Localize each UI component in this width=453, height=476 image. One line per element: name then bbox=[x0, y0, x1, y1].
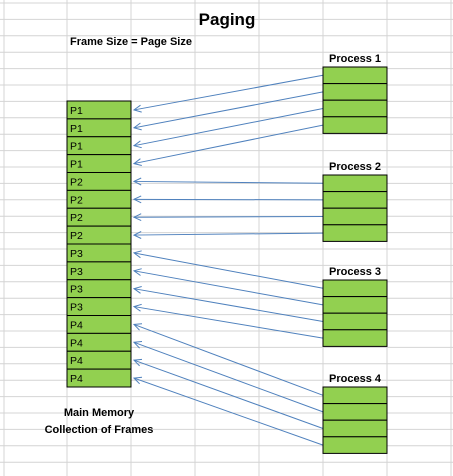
memory-frame-label: P3 bbox=[70, 284, 83, 296]
memory-frame-label: P4 bbox=[70, 319, 83, 331]
arrowhead-icon bbox=[132, 286, 142, 294]
mapping-arrow bbox=[133, 270, 324, 306]
arrowhead-icon bbox=[132, 358, 143, 367]
mapping-arrow bbox=[133, 288, 324, 322]
mapping-arrow bbox=[133, 74, 324, 111]
process-page bbox=[322, 99, 388, 118]
mapping-arrow bbox=[133, 252, 324, 289]
subtitle: Frame Size = Page Size bbox=[70, 36, 192, 48]
process-page bbox=[322, 191, 388, 209]
arrowhead-icon bbox=[132, 268, 142, 276]
arrowhead-icon bbox=[132, 323, 143, 331]
arrowhead-icon bbox=[132, 231, 142, 239]
memory-frame-label: P4 bbox=[70, 373, 83, 385]
page-title: Paging bbox=[199, 10, 256, 29]
mapping-arrow bbox=[133, 108, 324, 147]
mapping-arrow bbox=[133, 377, 324, 446]
page-frame-mappings bbox=[132, 74, 324, 446]
process-page bbox=[322, 312, 388, 331]
process-page bbox=[322, 116, 388, 134]
process-page bbox=[322, 207, 388, 226]
mapping-arrow bbox=[133, 323, 324, 396]
memory-frame-label: P3 bbox=[70, 248, 83, 260]
process-page bbox=[322, 419, 388, 438]
process-label: Process 2 bbox=[329, 161, 381, 173]
memory-frame-label: P3 bbox=[70, 302, 83, 314]
arrowhead-icon bbox=[132, 250, 142, 259]
memory-frame-label: P1 bbox=[70, 105, 83, 117]
mapping-arrow bbox=[133, 91, 324, 129]
mapping-arrow bbox=[133, 232, 324, 236]
arrowhead-icon bbox=[132, 104, 142, 113]
process-page bbox=[322, 174, 388, 193]
mapping-arrow bbox=[133, 341, 324, 413]
memory-frame-label: P1 bbox=[70, 159, 83, 171]
memory-frame-label: P3 bbox=[70, 266, 83, 278]
memory-frame bbox=[66, 368, 132, 388]
process-page bbox=[322, 83, 388, 101]
mapping-arrow bbox=[133, 124, 324, 165]
memory-frame-label: P2 bbox=[70, 212, 83, 224]
mapping-arrow bbox=[133, 180, 324, 184]
process-label: Process 4 bbox=[329, 373, 382, 385]
process-page bbox=[322, 296, 388, 314]
process-page bbox=[322, 403, 388, 421]
mapping-arrow bbox=[133, 198, 324, 201]
process-page bbox=[322, 224, 388, 242]
memory-frame-label: P2 bbox=[70, 230, 83, 242]
memory-frame-label: P2 bbox=[70, 176, 83, 188]
arrowhead-icon bbox=[132, 213, 142, 222]
memory-frame-label: P4 bbox=[70, 355, 83, 367]
arrowhead-icon bbox=[132, 341, 143, 349]
memory-frame-label: P1 bbox=[70, 141, 83, 153]
process-page bbox=[322, 66, 388, 85]
main-memory-label: Main Memory bbox=[64, 407, 135, 419]
process-page bbox=[322, 279, 388, 298]
arrowhead-icon bbox=[132, 122, 142, 131]
main-memory-sublabel: Collection of Frames bbox=[45, 424, 154, 436]
processes: Process 1 Process 2 Process 3 Process 4 bbox=[322, 53, 388, 454]
process-page bbox=[322, 436, 388, 454]
arrowhead-icon bbox=[132, 376, 143, 385]
process-page bbox=[322, 386, 388, 405]
mapping-arrow bbox=[133, 359, 324, 429]
arrowhead-icon bbox=[132, 177, 142, 186]
memory-frame-label: P1 bbox=[70, 123, 83, 135]
memory-frame-label: P2 bbox=[70, 194, 83, 206]
arrowhead-icon bbox=[132, 140, 142, 149]
arrowhead-icon bbox=[132, 158, 142, 166]
process-label: Process 1 bbox=[329, 53, 381, 65]
arrowhead-icon bbox=[132, 303, 142, 312]
mapping-arrow bbox=[133, 216, 324, 218]
arrowhead-icon bbox=[132, 195, 142, 204]
mapping-arrow bbox=[133, 306, 324, 339]
memory-frame-label: P4 bbox=[70, 337, 83, 349]
process-page bbox=[322, 329, 388, 347]
process-label: Process 3 bbox=[329, 266, 381, 278]
